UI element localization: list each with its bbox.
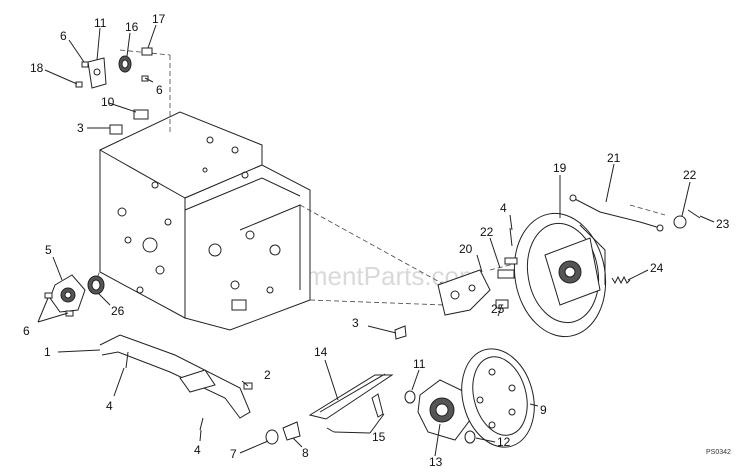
shift-lever	[99, 334, 251, 419]
callout-11-top: 11	[413, 357, 426, 371]
drive-plate	[495, 212, 607, 338]
callout-10: 11	[94, 16, 107, 30]
callout-2: 2	[264, 368, 271, 382]
frame-housing	[99, 111, 311, 331]
callout-12: 13	[429, 455, 443, 469]
callout-7: 7	[230, 447, 237, 461]
callout-22-right: 22	[683, 168, 697, 182]
callout-23: 23	[716, 217, 730, 231]
callout-labels: 11 16 17 6 18 10 6 3 5 6 26 1 4 4 2 7 8 …	[23, 12, 730, 469]
callout-6-left: 6	[23, 324, 30, 338]
callout-15: 15	[372, 430, 386, 444]
callout-4-bottom: 4	[194, 443, 201, 457]
callout-16: 16	[125, 20, 139, 34]
callout-22-left: 22	[480, 225, 494, 239]
callout-25: 25	[491, 302, 505, 316]
callout-21: 21	[607, 151, 621, 165]
callout-6-top: 6	[60, 29, 67, 43]
callout-24: 24	[650, 261, 664, 275]
callout-leaders	[37, 24, 715, 457]
callout-6-right: 6	[156, 83, 163, 97]
callout-1: 1	[44, 345, 51, 359]
flange-bearing	[404, 379, 476, 444]
friction-wheel	[461, 348, 535, 448]
callout-17: 17	[152, 12, 166, 26]
callout-20: 20	[459, 242, 473, 256]
callout-13: 9	[540, 403, 547, 417]
callout-5: 5	[45, 243, 52, 257]
callout-4-right: 4	[500, 201, 507, 215]
control-cable	[569, 194, 701, 232]
bracket-assembly	[75, 47, 153, 135]
callout-14: 14	[314, 345, 328, 359]
pivot-bracket	[437, 269, 515, 316]
callout-8: 8	[302, 446, 309, 460]
callout-19: 19	[553, 161, 567, 175]
callout-26: 26	[111, 304, 125, 318]
spring	[611, 275, 631, 285]
callout-9: 10	[101, 95, 115, 109]
hex-shaft	[308, 373, 394, 433]
callout-11-bottom: 12	[497, 435, 511, 449]
callout-3-mid: 3	[352, 316, 359, 330]
callout-4-lever: 4	[106, 399, 113, 413]
drawing-code: PS0342	[706, 449, 731, 456]
small-hardware	[199, 325, 407, 445]
callout-3-top: 3	[77, 121, 84, 135]
callout-18: 18	[30, 61, 44, 75]
bearing-plate-left	[44, 274, 105, 317]
